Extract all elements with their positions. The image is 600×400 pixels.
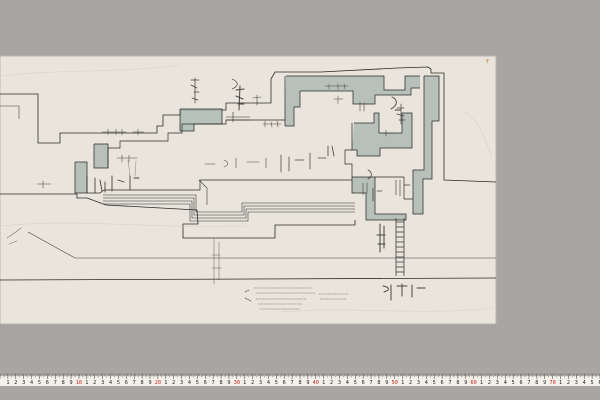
- ruler-label: 3: [338, 380, 341, 386]
- ruler-label: 4: [188, 380, 191, 386]
- ruler-label: 6: [519, 380, 522, 386]
- ruler-label: 6: [283, 380, 286, 386]
- ruler-label: 2: [330, 380, 333, 386]
- ruler-label: 8: [298, 380, 301, 386]
- ruler-label: 20: [155, 380, 161, 386]
- ruler-label: 4: [583, 380, 586, 386]
- inner-courtyard-lines: [86, 119, 413, 200]
- handwritten-annotations: [6, 77, 426, 310]
- ruler-label: 3: [496, 380, 499, 386]
- ruler-label: 8: [219, 380, 222, 386]
- ruler-label: 1: [243, 380, 246, 386]
- paper-shadow: [0, 55, 497, 325]
- ruler-label: 6: [46, 380, 49, 386]
- ruler-label: 5: [512, 380, 515, 386]
- ruler-label: 7: [369, 380, 372, 386]
- ruler-label: 4: [30, 380, 33, 386]
- scroll-lower-shadow: [0, 324, 496, 328]
- ruler-label: 7: [54, 380, 57, 386]
- ruler-label: 8: [377, 380, 380, 386]
- ruler-label: 5: [591, 380, 594, 386]
- ruler-label: 8: [62, 380, 65, 386]
- ruler-label: 4: [267, 380, 270, 386]
- ruler-label: 6: [598, 380, 600, 386]
- ruler-label: 3: [22, 380, 25, 386]
- ruler-label: 3: [417, 380, 420, 386]
- ruler-label: 6: [204, 380, 207, 386]
- ruler-label: 7: [212, 380, 215, 386]
- ruler-label: 7: [448, 380, 451, 386]
- ruler-label: 10: [76, 380, 82, 386]
- ruler-label: 70: [550, 380, 556, 386]
- ruler-label: 5: [117, 380, 120, 386]
- ruler-label: 4: [109, 380, 112, 386]
- ruler-label: 2: [93, 380, 96, 386]
- ruler-label: 9: [227, 380, 230, 386]
- ruler-label: 8: [141, 380, 144, 386]
- ruler-label: 8: [535, 380, 538, 386]
- ruler-label: 4: [425, 380, 428, 386]
- ruler-label: 6: [441, 380, 444, 386]
- ruler-label: 1: [480, 380, 483, 386]
- ruler-label: 1: [164, 380, 167, 386]
- ruler-label: 2: [488, 380, 491, 386]
- ruler-label: 4: [504, 380, 507, 386]
- ruler-label: 60: [471, 380, 477, 386]
- ruler-label: 8: [456, 380, 459, 386]
- ruler-label: 5: [354, 380, 357, 386]
- ruler-label: 7: [527, 380, 530, 386]
- ruler-label: 1: [6, 380, 9, 386]
- ruler-label: 5: [196, 380, 199, 386]
- ruler-label: 3: [180, 380, 183, 386]
- ruler-label: 3: [259, 380, 262, 386]
- ruler-label: 5: [38, 380, 41, 386]
- ruler-label: 30: [234, 380, 240, 386]
- ruler-label: 2: [251, 380, 254, 386]
- ruler-label: 9: [69, 380, 72, 386]
- ruler-label: 4: [346, 380, 349, 386]
- paper-fibers: [0, 64, 495, 313]
- ruler-label: 7: [133, 380, 136, 386]
- ruler-ticks: [0, 374, 600, 379]
- ruler-label: 9: [306, 380, 309, 386]
- ruler-label: 40: [313, 380, 319, 386]
- ruler-label: 1: [401, 380, 404, 386]
- ruler-label: 9: [385, 380, 388, 386]
- bridge-structure: [395, 218, 405, 276]
- stone-wall-wash: [75, 76, 439, 220]
- ruler-label: 7: [291, 380, 294, 386]
- ruler-label: 9: [148, 380, 151, 386]
- ruler-label: 1: [322, 380, 325, 386]
- ruler-label: 5: [433, 380, 436, 386]
- ruler-label: 9: [543, 380, 546, 386]
- ruler-label: 6: [125, 380, 128, 386]
- ruler-label: 3: [101, 380, 104, 386]
- ruler-label: 2: [567, 380, 570, 386]
- ruler-label: 3: [575, 380, 578, 386]
- ruler-label: 1: [559, 380, 562, 386]
- stepped-moat-lines: [103, 179, 355, 222]
- ruler-label: 9: [464, 380, 467, 386]
- ruler-label: 2: [172, 380, 175, 386]
- ruler-label: 2: [409, 380, 412, 386]
- ruler-label: 6: [362, 380, 365, 386]
- small-detail-lines: [226, 58, 489, 122]
- ruler-label: 2: [14, 380, 17, 386]
- ruler-label: 1: [85, 380, 88, 386]
- ruler-label: 50: [392, 380, 398, 386]
- ruler-label: 5: [275, 380, 278, 386]
